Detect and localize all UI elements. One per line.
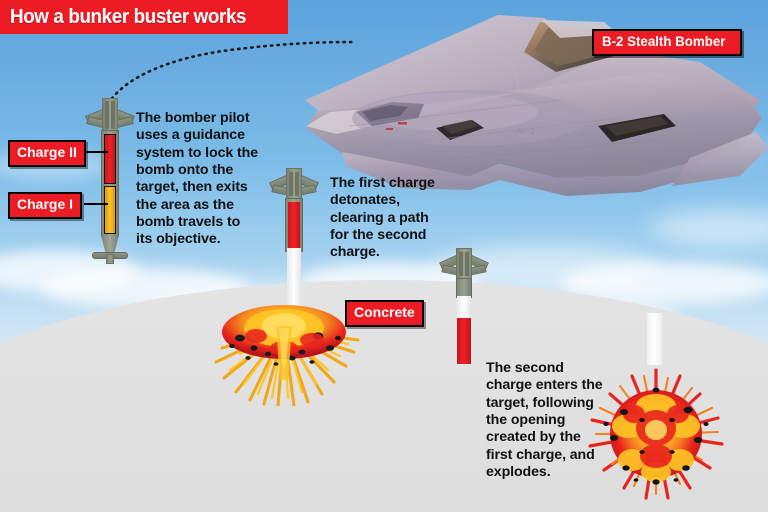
step-3-text: The second charge enters the target, fol…: [486, 360, 603, 480]
explosion-2-subsurface-blast: [588, 368, 724, 500]
charge-1-label: Charge I: [8, 192, 83, 219]
charge-1-segment: [104, 186, 116, 234]
step-2-text: The first charge detonates, clearing a p…: [330, 175, 435, 261]
charge-2-segment: [288, 202, 300, 248]
bomber-label: B-2 Stealth Bomber: [592, 29, 742, 56]
step-1-text: The bomber pilot uses a guidance system …: [136, 110, 258, 248]
charge-2-label: Charge II: [8, 140, 86, 167]
title-banner: How a bunker buster works: [0, 0, 288, 34]
charge-1-label-text: Charge I: [17, 196, 74, 212]
charge-2-label-text: Charge II: [17, 144, 77, 160]
page-title: How a bunker buster works: [10, 5, 247, 28]
charge-2-segment: [457, 318, 471, 364]
penetration-hole: [647, 313, 662, 365]
concrete-label-text: Concrete: [354, 304, 415, 320]
charge-2-segment: [104, 134, 116, 184]
bomber-label-text: B-2 Stealth Bomber: [602, 33, 726, 49]
charge-1-leader-line: [84, 203, 108, 205]
cloud: [650, 210, 768, 246]
charge-1-spent-segment: [457, 296, 471, 320]
bomb-3-second-charge: [439, 246, 489, 366]
bomb-1-in-flight: [85, 96, 135, 266]
charge-2-leader-line: [84, 151, 108, 153]
cloud: [600, 130, 768, 164]
concrete-label: Concrete: [345, 300, 424, 327]
explosion-1-surface-blast: [214, 305, 360, 406]
